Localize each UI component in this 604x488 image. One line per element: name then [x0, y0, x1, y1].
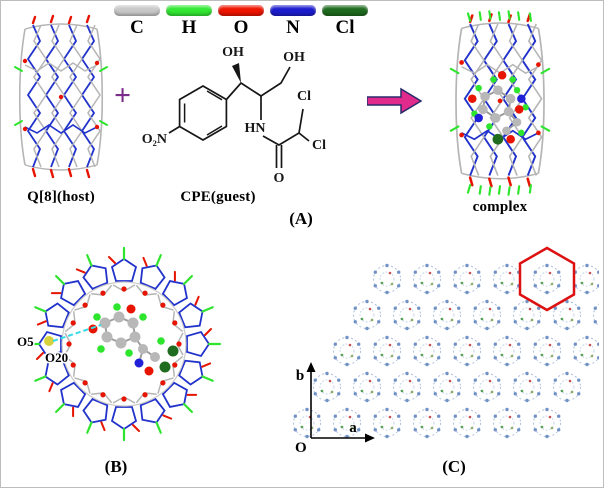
a-axis-label: a	[349, 420, 357, 436]
chlorine-top-label: Cl	[297, 89, 311, 104]
plus-sign: +	[114, 79, 132, 112]
complex-hydrogen-fringe	[466, 10, 533, 196]
complex-caption: complex	[472, 199, 528, 215]
sulfur-like-atom	[44, 336, 54, 346]
encapsulated-guest	[468, 71, 529, 145]
legend-item: Cl	[321, 5, 369, 39]
legend-item: N	[269, 5, 317, 39]
legend-label: C	[130, 17, 144, 38]
nitro-group-label: O₂N	[142, 132, 167, 147]
atom-color-legend: C H O N Cl	[113, 5, 369, 39]
legend-item: H	[165, 5, 213, 39]
hydroxyl-right-label: OH	[283, 50, 305, 65]
origin-label: O	[295, 440, 307, 456]
legend-label: Cl	[335, 17, 355, 38]
guest-caption: CPE(guest)	[180, 189, 256, 205]
crystal-packing-diagram: a b O	[293, 246, 599, 456]
inclusion-complex-top-view: O5 O20	[16, 246, 222, 442]
legend-label: O	[233, 17, 249, 38]
panel-c-label: (C)	[442, 457, 466, 476]
cpe-bonds	[168, 63, 310, 168]
guest-ball-and-stick	[44, 303, 179, 376]
panel-a-label: (A)	[289, 209, 313, 228]
legend-item: C	[113, 5, 161, 39]
hydrogen-bond-line	[52, 324, 102, 342]
macrocycle-ring	[26, 246, 222, 442]
host-caption: Q[8](host)	[27, 189, 95, 205]
hydroxyl-left-label: OH	[222, 45, 244, 60]
cpe-structure: OH OH O₂N HN Cl Cl O	[142, 45, 326, 186]
crystal-packing-lattice	[293, 263, 599, 439]
chlorine-swatch	[322, 5, 368, 16]
legend-item: O	[217, 5, 265, 39]
carbonyl-oxygen-label: O	[274, 171, 285, 186]
o5-label: O5	[17, 334, 34, 349]
legend-label: N	[286, 17, 300, 38]
nitrogen-swatch	[270, 5, 316, 16]
amide-nh-label: HN	[245, 121, 266, 136]
legend-label: H	[181, 17, 197, 38]
reaction-arrow	[367, 87, 423, 115]
a-axis-arrowhead	[365, 433, 375, 443]
stereo-wedge-bond	[232, 63, 241, 83]
arrow-shape	[367, 87, 423, 115]
unit-cell-hexagon	[518, 246, 576, 312]
b-axis-arrowhead	[306, 362, 316, 372]
b-axis-label: b	[296, 368, 304, 384]
crystal-axes: a b O	[295, 362, 375, 456]
panel-b-label: (B)	[104, 457, 128, 476]
chlorine-bottom-label: Cl	[312, 138, 326, 153]
o20-label: O20	[45, 350, 68, 365]
hydrogen-swatch	[166, 5, 212, 16]
q8-host-structure	[13, 14, 109, 179]
complex-structure	[449, 10, 551, 196]
carbon-swatch	[114, 5, 160, 16]
oxygen-swatch	[218, 5, 264, 16]
